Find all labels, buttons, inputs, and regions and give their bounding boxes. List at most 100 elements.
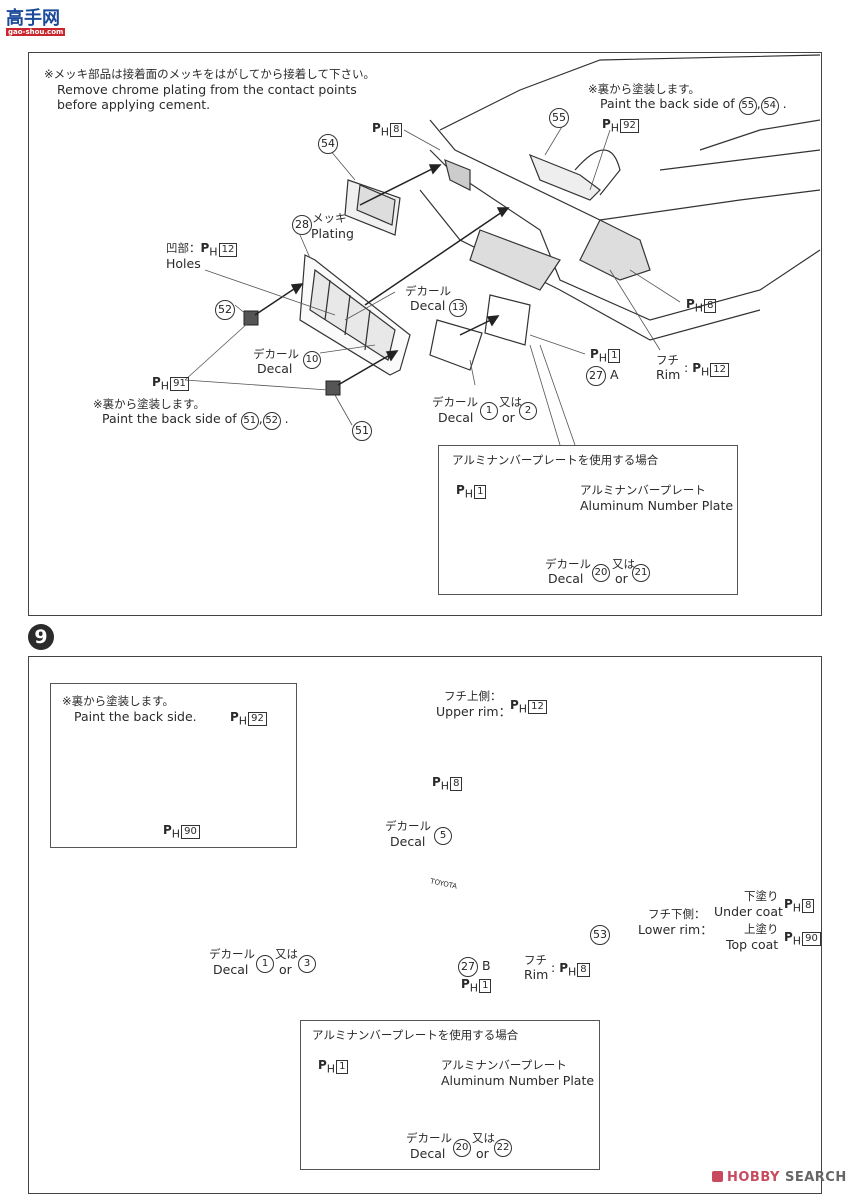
decal-10-en: Decal [257,361,293,376]
hobbysearch-icon [712,1171,723,1182]
inset-note-en: Paint the back side. [74,709,197,724]
part-53-label: 53 [590,925,610,945]
decal-5-jp: デカール [385,819,431,833]
part-27b-label: 27 B [458,957,491,977]
top-coat-en: Top coat [726,937,779,952]
decal-plate-en: Decal [438,410,474,425]
alu-decal-a: 20 [592,563,610,582]
or-en: or [502,410,515,425]
chrome-note-en-2: before applying cement. [57,97,211,112]
alu9-decal-a: 20 [453,1138,471,1157]
backpaint2-note-en: Paint the back side of 51,52 . [102,411,289,430]
alu9-or-jp: 又は [472,1131,495,1145]
part-52-emblem [243,310,259,326]
upper-rim-jp: フチ上側： [444,689,502,703]
alu-decal-en: Decal [548,571,584,586]
alu-or-en: or [615,571,628,586]
assembly-arrows [254,164,510,386]
decal-plate9-1: 1 [256,954,274,973]
part-27a-plate [484,294,531,346]
step-number-badge: 9 [28,624,54,650]
part-55-lens [528,149,621,201]
decal-13-jp: デカール [405,284,451,298]
backpaint-note-en: Paint the back side of 55,54 . [600,96,787,115]
bumper-inset-box [50,683,297,848]
car-front-illustration [419,54,821,341]
logo-text: 高手网 [6,8,60,29]
alu9-plate-jp: アルミナンバープレート [441,1058,567,1072]
decal-13-en: Decal 13 [410,298,468,317]
part-28-label: 28 [292,215,312,235]
holes-en: Holes [166,256,201,271]
alu-or-jp: 又は [612,557,635,571]
part-52-label: 52 [215,300,235,320]
part-51-emblem [325,380,341,396]
decal-plate9-3: 3 [298,954,316,973]
hobbysearch-watermark: HOBBY SEARCH [712,1170,847,1185]
alu-plate-en: Aluminum Number Plate [580,498,734,513]
under-coat-jp: 下塗り [744,889,779,903]
part-54-label: 54 [318,134,338,154]
alu9-or-en: or [476,1146,489,1161]
part-27a-label: 27 A [586,366,619,386]
alu-plate-jp: アルミナンバープレート [580,483,706,497]
part-54-lens [344,179,401,236]
alu9-decal-en: Decal [410,1146,446,1161]
alu-decal-jp: デカール [545,557,591,571]
top-coat-jp: 上塗り [744,922,779,936]
decal-5-num: 5 [434,826,452,845]
part-55-label: 55 [549,108,569,128]
under-coat-en: Under coat [714,904,783,919]
or9-jp: 又は [275,947,298,961]
rim9-en: Rim [524,967,549,982]
or-jp: 又は [499,395,522,409]
inset-note-jp: ※裏から塗装します。 [62,694,174,708]
logo-url-text: gao-shou.com [6,28,66,36]
rim9-jp: フチ [524,953,547,967]
chrome-note-jp: ※メッキ部品は接着面のメッキをはがしてから接着して下さい。 [44,67,375,81]
alu-box-title: アルミナンバープレートを使用する場合 [452,453,659,467]
rim-en: Rim [656,367,681,382]
upper-rim-en: Upper rim： [436,704,512,719]
plating-en: Plating [311,226,354,241]
backpaint-note-jp: ※裏から塗装します。 [588,82,700,96]
rim-jp: フチ [656,353,679,367]
part-28-grille [299,254,411,376]
decal-plate-options: 1 [480,401,498,420]
decal-10-num: 10 [303,350,321,369]
decal-plate9-en: Decal [213,962,249,977]
decal-5-en: Decal [390,834,426,849]
part-51-label: 51 [352,421,372,441]
alu9-box-title: アルミナンバープレートを使用する場合 [312,1028,519,1042]
lower-rim-jp: フチ下側： [648,907,706,921]
leader-lines [184,124,681,446]
alu9-decal-jp: デカール [406,1131,452,1145]
alu-decal-b: 21 [632,563,650,582]
decal-10-jp: デカール [253,347,299,361]
decal-plate9-jp: デカール [209,947,255,961]
decal-plate-jp: デカール [432,395,478,409]
gaoshou-watermark-logo: 高手网 gao-shou.com [4,4,76,38]
decal-2-num: 2 [519,401,537,420]
lower-rim-en: Lower rim： [638,922,713,937]
alu9-plate-en: Aluminum Number Plate [441,1073,595,1088]
alu9-decal-b: 22 [494,1138,512,1157]
alu-plate-box-step8 [438,445,738,595]
or9-en: or [279,962,292,977]
alu-plate-box-step9 [300,1020,600,1170]
